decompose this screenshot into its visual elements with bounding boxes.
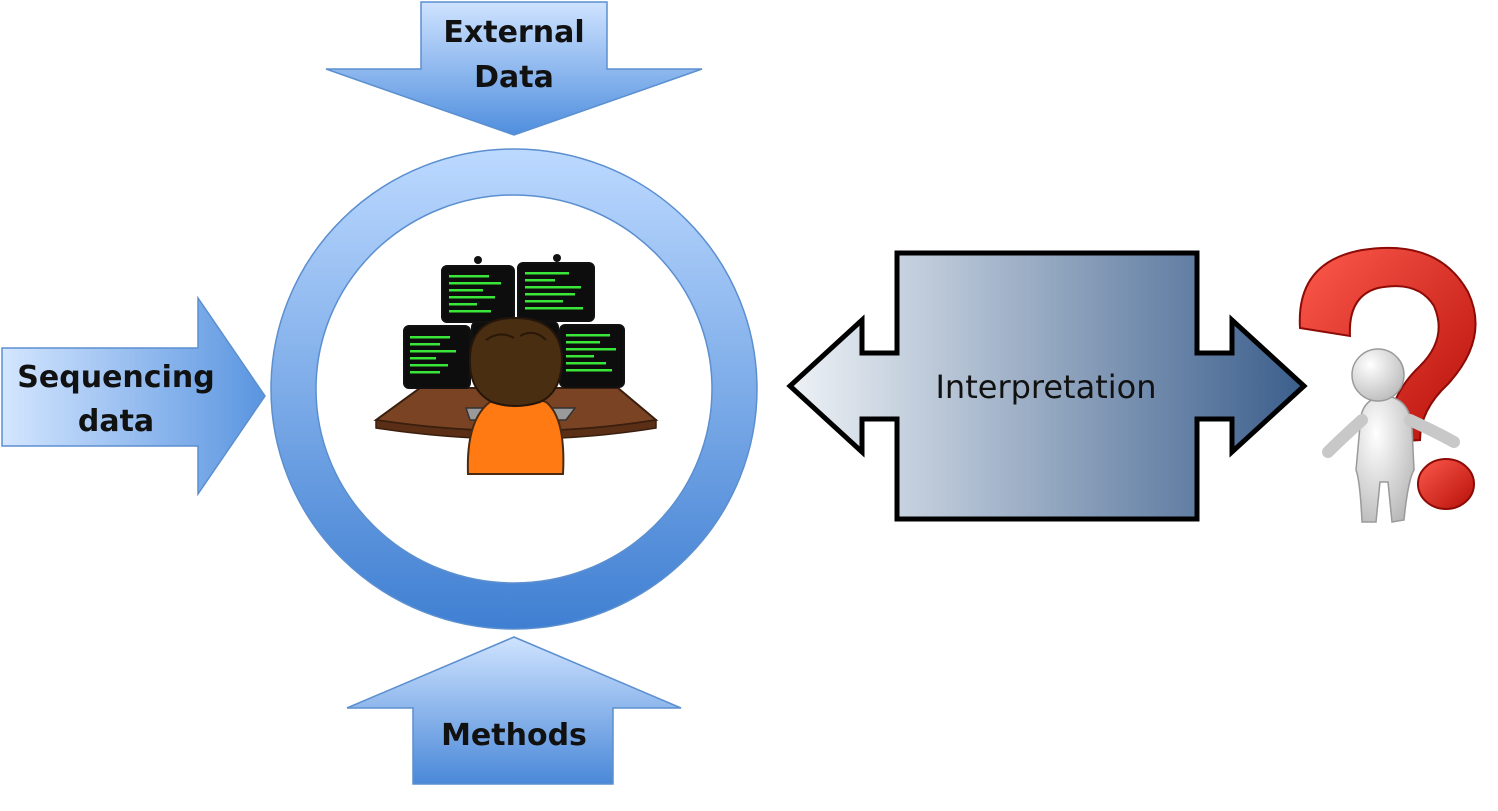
sequencing-data-label-line1: Sequencing — [17, 360, 214, 395]
interpretation-label: Interpretation — [935, 368, 1156, 406]
methods-label: Methods — [441, 718, 587, 753]
sequencing-data-label-line2: data — [78, 404, 154, 439]
external-data-arrow: External Data — [325, 1, 703, 136]
programmer-at-monitors-icon — [373, 254, 659, 475]
interpretation-double-arrow: Interpretation — [786, 250, 1308, 522]
external-data-label-line1: External — [443, 15, 584, 50]
person-question-mark-icon — [1298, 246, 1477, 523]
methods-arrow: Methods — [346, 636, 682, 785]
analysis-ring — [270, 148, 758, 630]
external-data-label-line2: Data — [474, 60, 554, 95]
sequencing-data-arrow: Sequencing data — [1, 295, 266, 497]
